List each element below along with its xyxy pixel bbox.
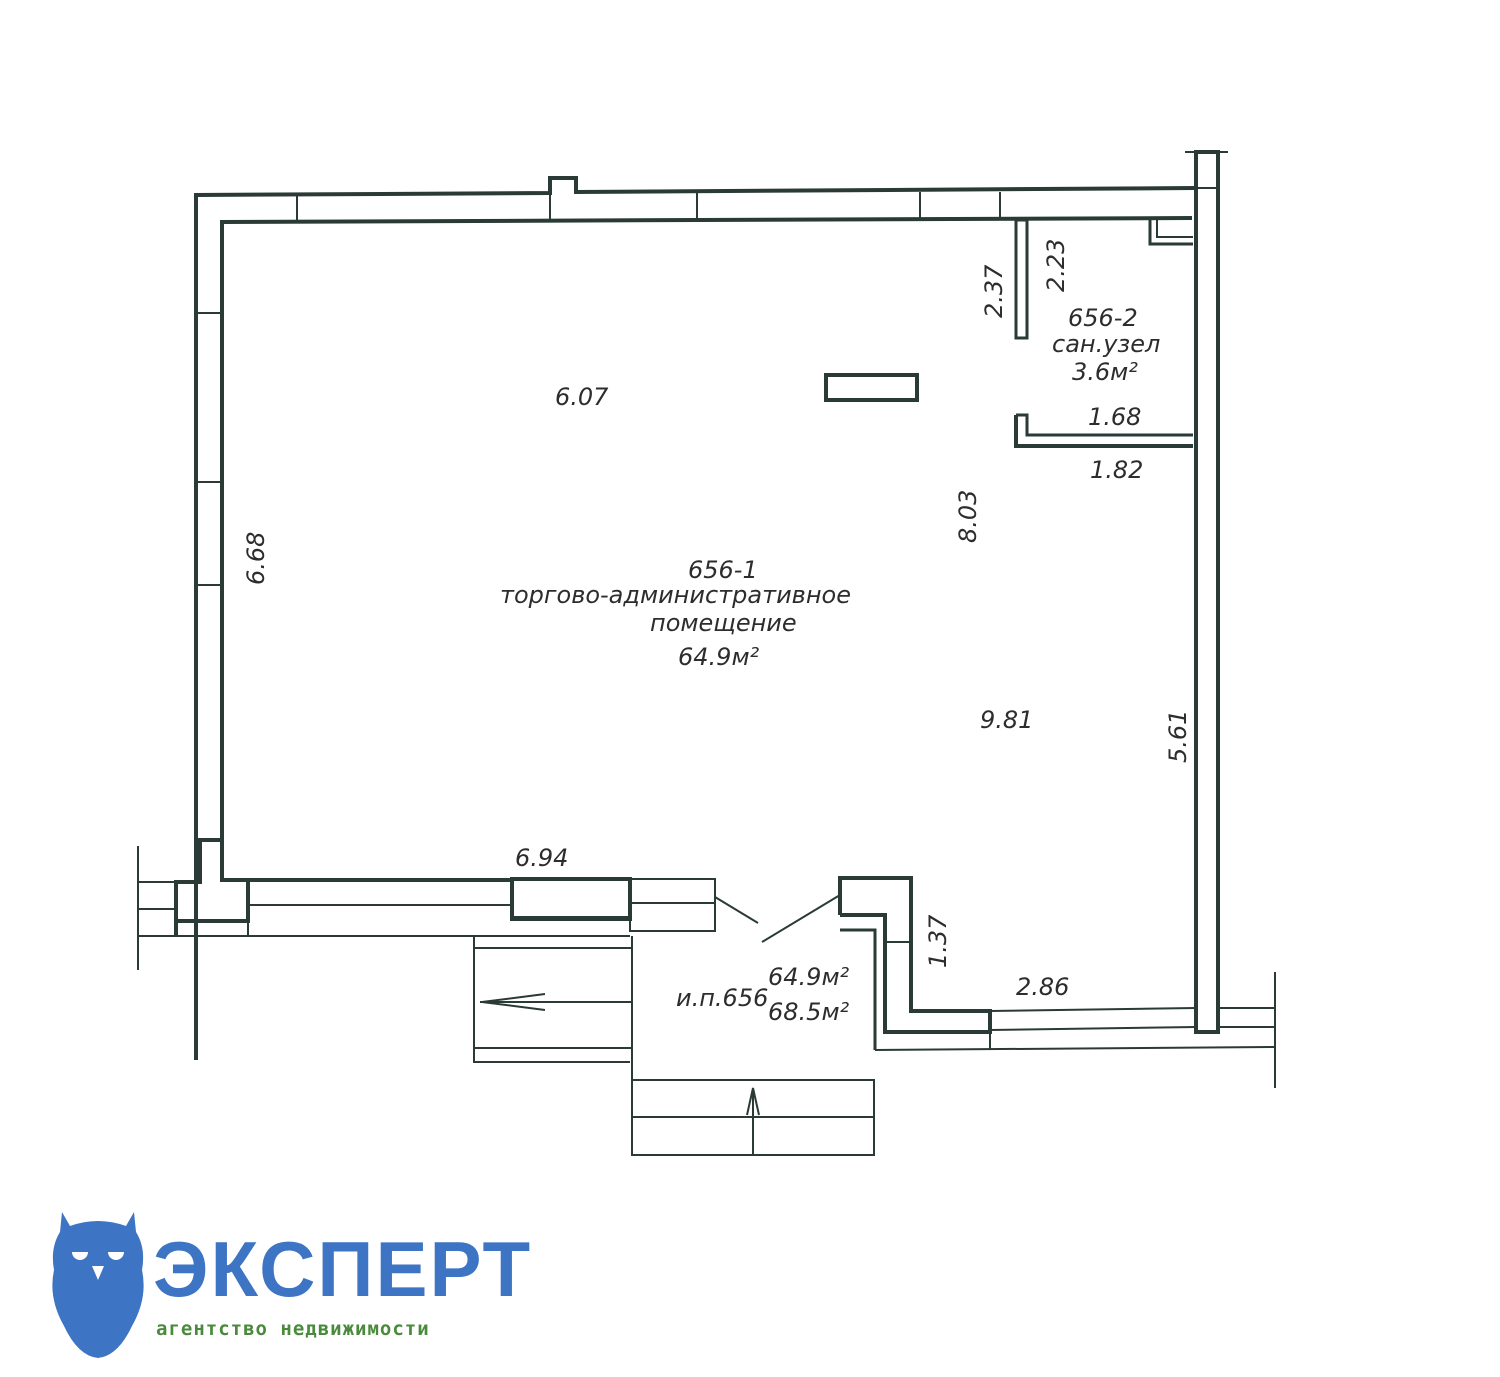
dim-wc-inner: 1.68 [1088, 403, 1141, 431]
main-room-id: 656-1 [688, 556, 758, 584]
dim-vestibule-depth: 1.37 [924, 914, 952, 968]
bottom-left-wall [137, 838, 841, 970]
dim-left-height: 6.68 [242, 532, 270, 585]
dim-right-height: 5.61 [1164, 710, 1192, 763]
stairs-left [473, 935, 633, 1155]
agency-logo: ЭКСПЕРТ агентство недвижимости [48, 1208, 568, 1358]
logo-subtitle: агентство недвижимости [156, 1318, 430, 1340]
wc-room-id: 656-2 [1068, 304, 1138, 332]
main-room-name2: помещение [650, 609, 797, 637]
logo-title: ЭКСПЕРТ [153, 1225, 533, 1313]
summary-label: и.п.656 [676, 984, 768, 1012]
wc-room-area: 3.6м² [1072, 358, 1138, 386]
right-wall [1185, 150, 1228, 1034]
main-room-area: 64.9м² [678, 643, 760, 671]
column [824, 373, 919, 402]
left-wall [196, 312, 222, 841]
dim-top-width: 6.07 [555, 383, 609, 411]
owl-icon [52, 1212, 144, 1358]
wc-room-name: сан.узел [1052, 330, 1160, 358]
main-room-name: торгово-административное [500, 581, 851, 609]
dim-wc-outer: 1.82 [1090, 456, 1143, 484]
dim-inner-width: 9.81 [980, 706, 1033, 734]
wc-partitions [1014, 218, 1193, 448]
dim-wc-left: 2.37 [980, 264, 1008, 318]
top-wall [194, 176, 1197, 1060]
dim-bottom-right-width: 2.86 [1016, 973, 1069, 1001]
dim-bottom-left-width: 6.94 [515, 844, 568, 872]
summary-area-main: 64.9м² [768, 963, 850, 991]
dim-wc-right: 2.23 [1042, 239, 1070, 292]
vestibule-wall [838, 876, 1276, 1088]
dim-inner-depth: 8.03 [954, 490, 982, 543]
summary-area-total: 68.5м² [768, 998, 850, 1026]
stairs-bottom [631, 1079, 875, 1156]
